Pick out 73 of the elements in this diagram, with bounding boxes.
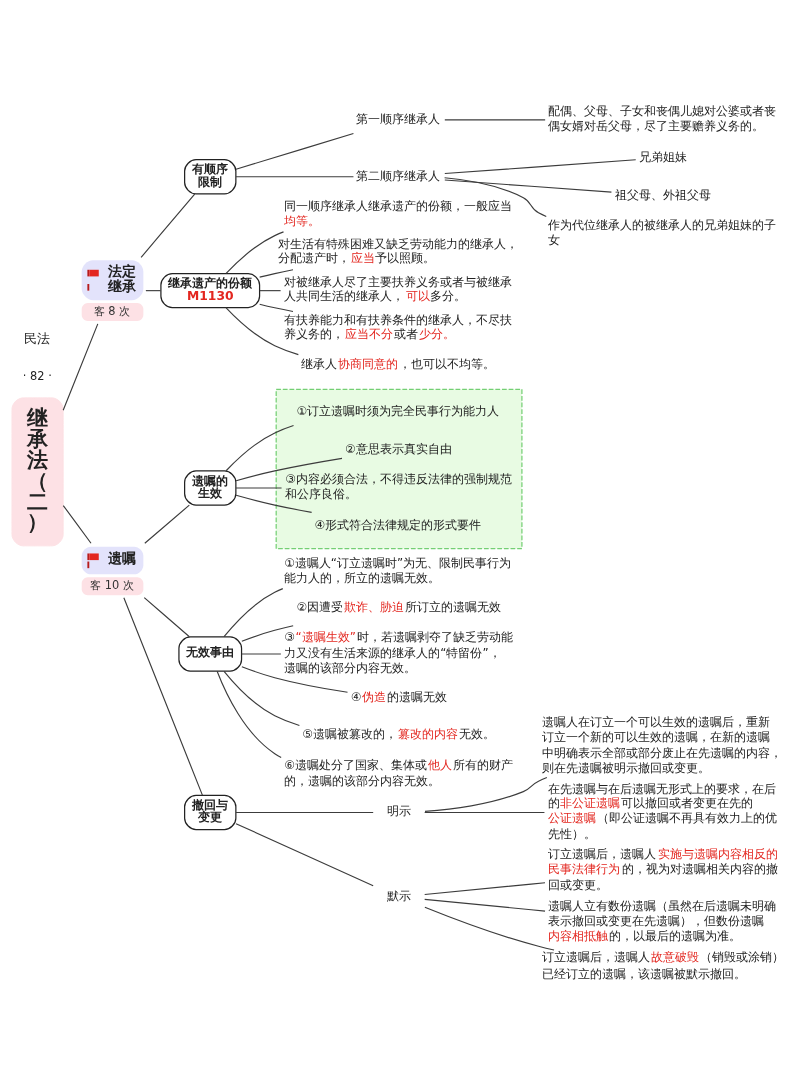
- node-text: 第一顺序继承人: [356, 111, 441, 126]
- node-text: 对被继承人尽了主要扶养义务或者与被继承人共同生活的继承人，可以多分。: [284, 274, 513, 303]
- node-label: 客 8 次: [93, 303, 131, 318]
- connector: [235, 132, 354, 170]
- node-text: ②意思表示真实自由: [344, 441, 452, 456]
- cluster: [275, 388, 523, 549]
- connector: [225, 424, 295, 471]
- node-text: ④形式符合法律规定的形式要件: [314, 517, 482, 532]
- node-text: ⑤遗嘱被篡改的，篡改的内容无效。: [302, 726, 495, 741]
- connector: [259, 303, 294, 312]
- node-text: 继承人协商同意的，也可以不均等。: [301, 356, 496, 371]
- node-text: 订立遗嘱后，遗嘱人实施与遗嘱内容相反的民事法律行为的，视为对遗嘱相关内容的撤回或变更。: [548, 846, 778, 892]
- node-box: 继承遗产的份额 M1130: [160, 272, 261, 308]
- connector: [225, 230, 285, 274]
- connector: [223, 587, 284, 637]
- node-text: 明示: [386, 803, 411, 818]
- connector: [241, 624, 294, 642]
- node-text: ⑥遗嘱处分了国家、集体或他人所有的财产的，遗嘱的该部分内容无效。: [284, 757, 514, 788]
- node-box: 有顺序限制: [184, 158, 237, 194]
- node-box: 撤回与变更: [184, 794, 237, 830]
- node-box: 遗嘱的生效: [184, 469, 237, 506]
- node-box: 无效事由: [178, 635, 243, 672]
- connector: [424, 906, 555, 951]
- connector: [144, 504, 190, 544]
- connector: [235, 175, 354, 177]
- node-text: ①订立遗嘱时须为完全民事行为能力人: [296, 403, 500, 418]
- node-text: 遗嘱人立有数份遗嘱（虽然在后遗嘱未明确表示撤回或变更在先遗嘱），但数份遗嘱内容相抵触的，以最后的遗嘱为准。: [548, 898, 777, 943]
- connector: [223, 670, 300, 726]
- connector: [235, 486, 283, 489]
- connector: [424, 881, 546, 895]
- label: 民法: [23, 330, 50, 346]
- node-text: 祖父母、外祖父母: [614, 187, 711, 202]
- node-text: 有扶养能力和有扶养条件的继承人，不尽扶养义务的，应当不分或者少分。: [284, 312, 513, 341]
- connector: [140, 193, 196, 258]
- node-text: ③“遗嘱生效”时，若遗嘱剥夺了缺乏劳动能力又没有生活来源的继承人的“特留份”，遗嘱的该部分内容无效。: [284, 629, 514, 675]
- connector: [123, 596, 203, 796]
- connector: [143, 596, 190, 637]
- connector: [235, 811, 374, 813]
- connector: [424, 776, 548, 812]
- connector: [424, 898, 546, 912]
- node-text: ①遗嘱人“订立遗嘱时”为无、限制民事行为能力人的，所立的遗嘱无效。: [284, 555, 512, 585]
- node-text: ②因遭受欺诈、胁迫所订立的遗嘱无效: [296, 599, 501, 614]
- connector: [259, 289, 282, 291]
- node-text: 订立遗嘱后，遗嘱人故意破毁（销毁或涂销）已经订立的遗嘱，该遗嘱被默示撤回。: [541, 949, 785, 981]
- node-text: 作为代位继承人的被继承人的兄弟姐妹的子女: [548, 217, 777, 247]
- node-text: 默示: [386, 888, 411, 903]
- node-box: 继承法（二）: [11, 396, 64, 546]
- node-text: ③内容必须合法，不得违反法律的强制规范和公序良俗。: [285, 471, 512, 501]
- connector: [241, 652, 282, 655]
- connector: [235, 822, 374, 886]
- node-text: 配偶、父母、子女和丧偶儿媳对公婆或者丧偶女婿对岳父母，尽了主要赡养义务的。: [548, 103, 777, 133]
- connector: [241, 665, 349, 693]
- node-label: 客 10 次: [90, 577, 134, 592]
- label: · 82 ·: [22, 368, 52, 383]
- connector: [444, 158, 637, 174]
- connector: [235, 457, 343, 481]
- connector: [424, 811, 545, 813]
- node-text: 第二顺序继承人: [356, 168, 441, 183]
- node-text: ④伪造的遗嘱无效: [350, 689, 447, 704]
- node-text: 兄弟姐妹: [638, 149, 687, 164]
- connector: [235, 494, 313, 513]
- connector: [225, 306, 299, 355]
- connector: [444, 118, 546, 120]
- node-text: 在先遗嘱与在后遗嘱无形式上的要求，在后的非公证遗嘱可以撤回或者变更在先的公证遗嘱（即公证遗嘱不再具有效力上的优先性）。: [547, 781, 777, 841]
- connector: [62, 322, 99, 411]
- connector: [444, 178, 612, 193]
- connector: [444, 176, 547, 217]
- node-text: 对生活有特殊困难又缺乏劳动能力的继承人，分配遗产时，应当予以照顾。: [277, 236, 518, 265]
- node-text: 遗嘱人在订立一个可以生效的遗嘱后，重新订立一个新的可以生效的遗嘱，在新的遗嘱中明确表示全部或部分废止在先遗嘱的内容，则在先遗嘱被明示撤回或变更。: [541, 714, 782, 775]
- connector: [259, 268, 294, 278]
- connector: [216, 670, 282, 758]
- connector: [62, 504, 92, 544]
- node-text: 同一顺序继承人继承遗产的份额，一般应当均等。: [284, 198, 513, 228]
